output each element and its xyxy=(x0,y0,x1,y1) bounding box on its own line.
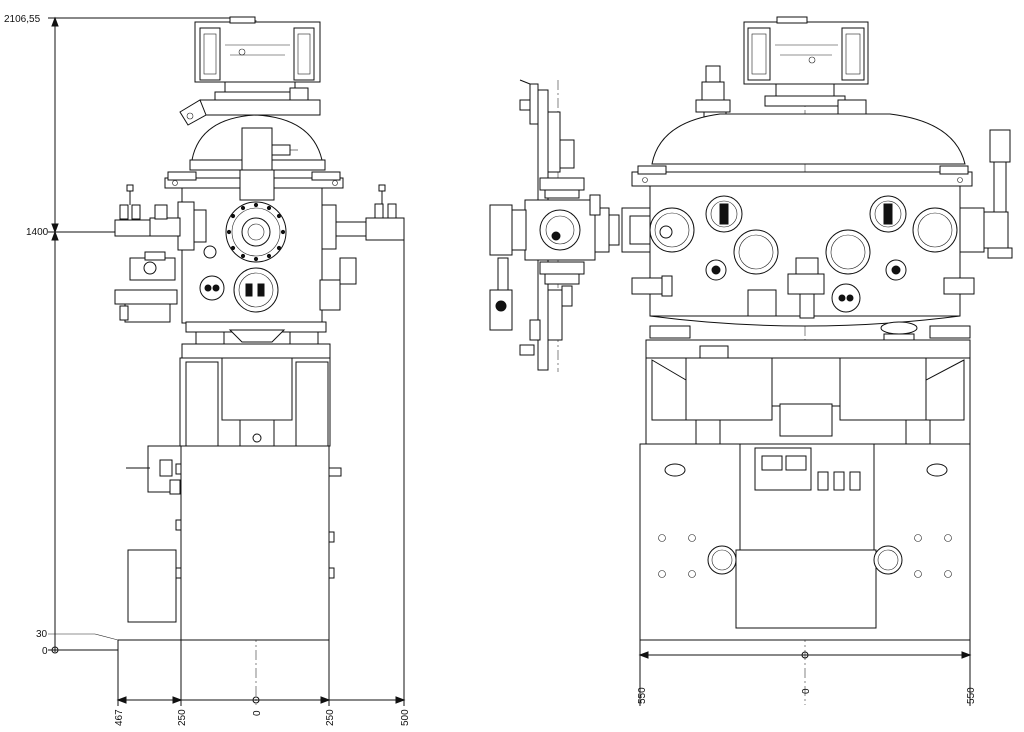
dim-label-250-right: 250 xyxy=(325,709,336,726)
dim-label-30: 30 xyxy=(36,629,48,640)
dim-label-0: 0 xyxy=(42,646,48,657)
dim-label-550-left: 550 xyxy=(637,687,648,704)
rack-bolts xyxy=(658,534,952,578)
dim-label-0-right: 0 xyxy=(801,688,812,694)
dim-label-500: 500 xyxy=(400,709,411,726)
dim-label-467: 467 xyxy=(114,709,125,726)
top-detail-view xyxy=(489,79,620,372)
dim-label-250-left: 250 xyxy=(177,709,188,726)
dim-label-1400: 1400 xyxy=(26,227,49,238)
dim-label-550-right: 550 xyxy=(966,687,977,704)
right-bottom-dimensions: 550 0 550 xyxy=(637,640,977,706)
front-elevation-view xyxy=(621,16,1013,705)
dim-label-top: 2106,55 xyxy=(4,14,41,25)
vertical-dimension-system: 2106,55 1400 30 0 xyxy=(4,14,230,657)
dim-label-0-left: 0 xyxy=(252,710,263,716)
side-elevation-view xyxy=(114,16,405,705)
left-bottom-dimensions: 467 250 0 250 500 xyxy=(114,240,411,726)
main-flange-bolts xyxy=(226,202,286,262)
